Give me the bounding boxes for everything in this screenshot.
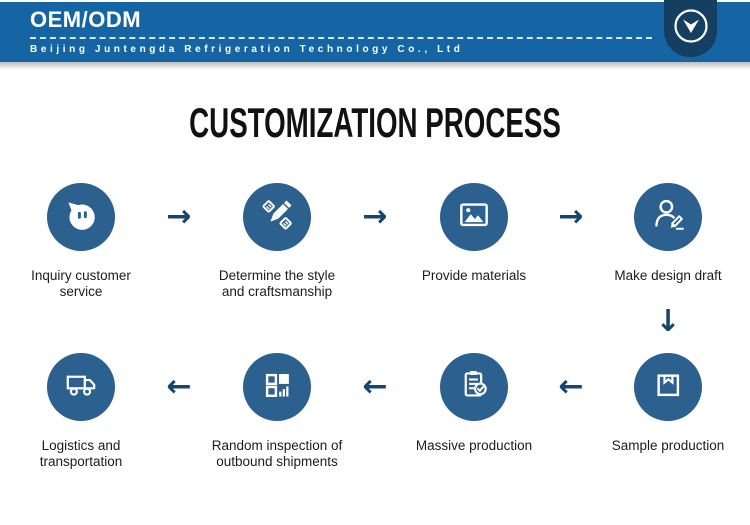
- step-icon-circle: [634, 353, 702, 421]
- page-title: CUSTOMIZATION PROCESS: [189, 99, 561, 146]
- process-step: Determine the style and craftsmanship: [197, 183, 357, 300]
- step-label: Logistics and transportation: [39, 438, 123, 470]
- arrow-down-icon: ↓: [655, 304, 681, 339]
- photo-icon: [452, 193, 496, 242]
- step-label: Make design draft: [614, 268, 722, 283]
- truck-icon: [59, 363, 103, 412]
- arrow-left-icon: ←: [166, 369, 192, 404]
- step-icon-circle: [634, 183, 702, 251]
- process-step: Random inspection of outbound shipments: [197, 353, 357, 470]
- step-label: Determine the style and craftsmanship: [218, 268, 336, 300]
- chat-bubble-icon: [59, 193, 103, 242]
- step-label: Sample production: [611, 438, 725, 453]
- step-label: Massive production: [415, 438, 533, 453]
- scroll-down-button[interactable]: [664, 0, 717, 57]
- header-banner: OEM/ODM Beijing Juntengda Refrigeration …: [0, 2, 750, 62]
- chevron-down-icon: [671, 6, 711, 51]
- arrow-right-icon: →: [362, 199, 388, 234]
- step-icon-circle: [440, 353, 508, 421]
- arrow-left-icon: ←: [362, 369, 388, 404]
- company-name: Beijing Juntengda Refrigeration Technolo…: [30, 44, 464, 55]
- step-icon-circle: [243, 353, 311, 421]
- clipboard-check-icon: [452, 363, 496, 412]
- step-icon-circle: [47, 183, 115, 251]
- process-step: Logistics and transportation: [1, 353, 161, 470]
- arrow-right-icon: →: [558, 199, 584, 234]
- dashed-divider: [30, 37, 652, 39]
- step-icon-circle: [440, 183, 508, 251]
- step-icon-circle: [47, 353, 115, 421]
- design-tools-icon: [255, 193, 299, 242]
- header-title: OEM/ODM: [30, 7, 142, 32]
- inspection-grid-icon: [255, 363, 299, 412]
- process-step: Make design draft: [588, 183, 748, 284]
- designer-icon: [646, 193, 690, 242]
- step-icon-circle: [243, 183, 311, 251]
- process-step: Massive production: [394, 353, 554, 454]
- arrow-right-icon: →: [166, 199, 192, 234]
- header-shadow: [0, 62, 750, 70]
- step-label: Random inspection of outbound shipments: [211, 438, 343, 470]
- process-step: Provide materials: [394, 183, 554, 284]
- process-step: Inquiry customer service: [1, 183, 161, 300]
- package-box-icon: [646, 363, 690, 412]
- step-label: Provide materials: [421, 268, 527, 283]
- step-label: Inquiry customer service: [31, 268, 131, 300]
- process-step: Sample production: [588, 353, 748, 454]
- arrow-left-icon: ←: [558, 369, 584, 404]
